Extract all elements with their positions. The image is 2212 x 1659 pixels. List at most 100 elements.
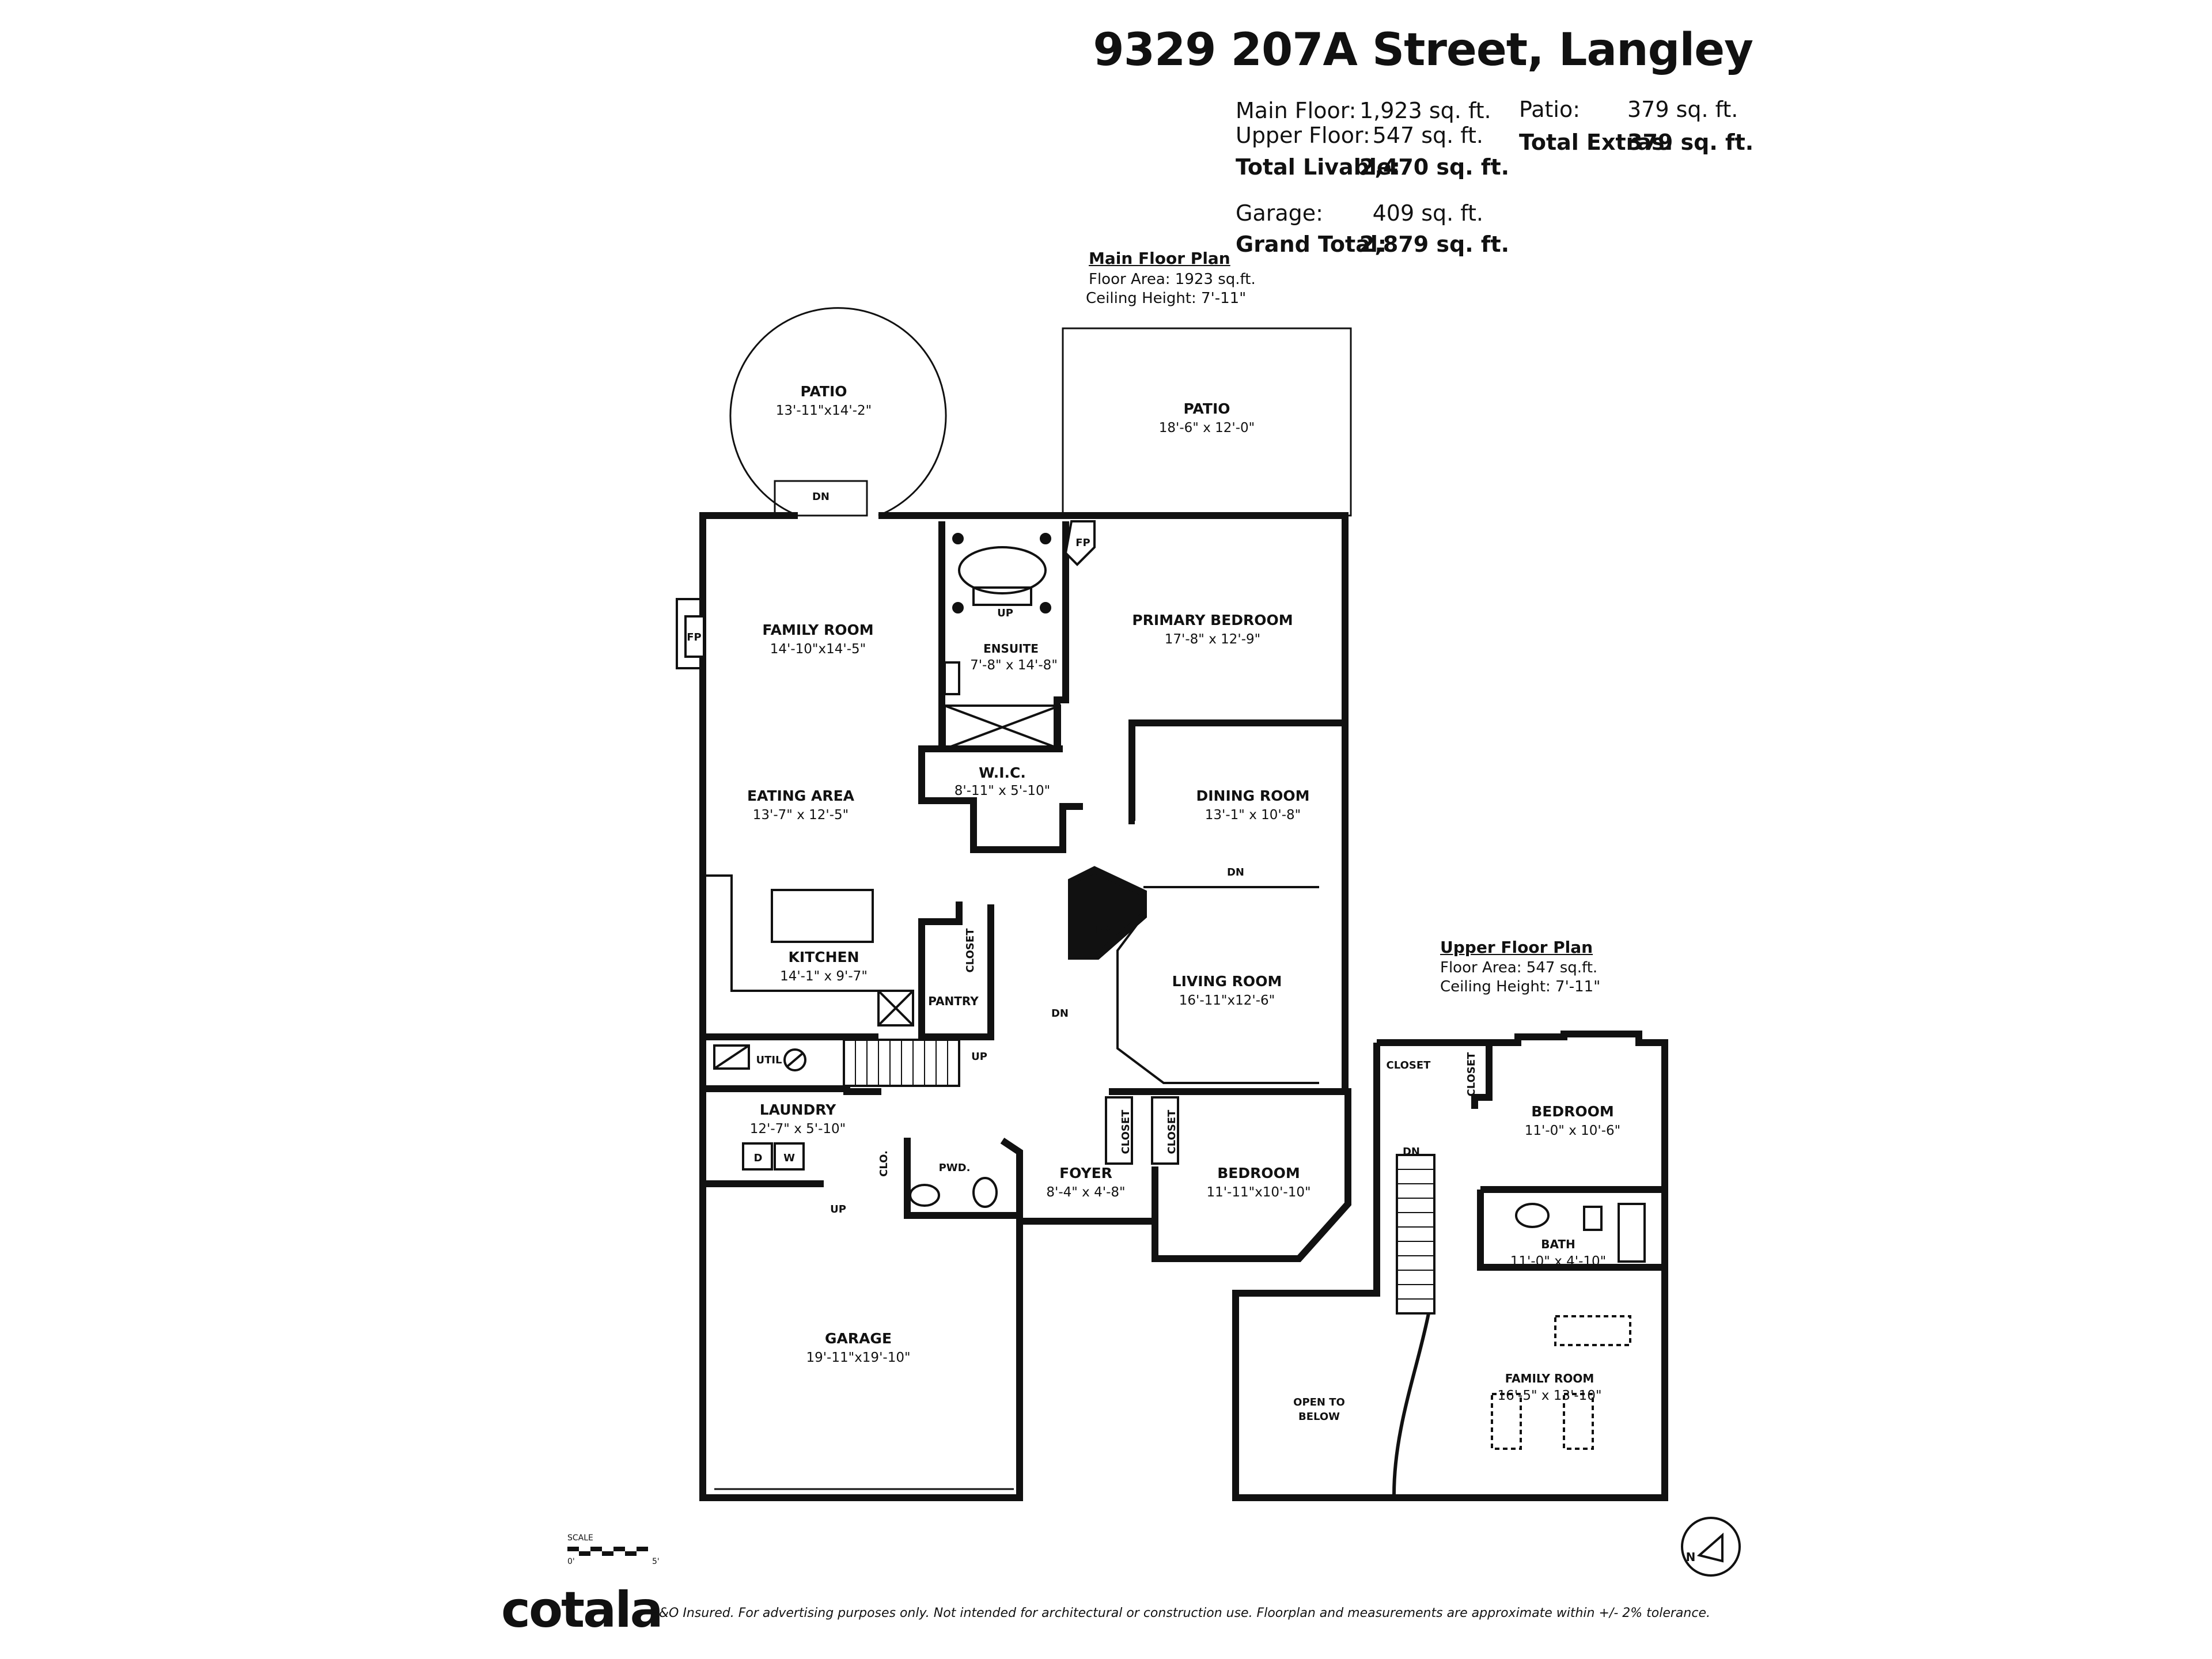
property-address: 9329 207A Street, Langley (1093, 24, 1753, 76)
scale-bar (567, 1547, 648, 1556)
primary-bedroom-dims: 17'-8" x 12'-9" (1165, 632, 1260, 647)
upper-ceiling-height: Ceiling Height: 7'-11" (1440, 978, 1601, 995)
upper-exterior-wall (1232, 1031, 1668, 1501)
cotala-logo: cotala (501, 1581, 664, 1639)
primary-bedroom-name: PRIMARY BEDROOM (1132, 612, 1293, 628)
living-room-dims: 16'-11"x12'-6" (1179, 993, 1275, 1008)
bedroom-upper-dims: 11'-0" x 10'-6" (1525, 1123, 1620, 1138)
disclaimer: E&O Insured. For advertising purposes on… (651, 1606, 1710, 1620)
scale-label: SCALE (567, 1533, 593, 1543)
pwd-label: PWD. (939, 1162, 971, 1174)
main-floor-plan-title: Main Floor Plan (1089, 249, 1230, 268)
bedroom-upper-name: BEDROOM (1531, 1103, 1614, 1120)
bedroom-main-name: BEDROOM (1217, 1165, 1300, 1181)
upper-dn-label: DN (1403, 1146, 1420, 1158)
open-to-label: OPEN TO (1293, 1396, 1345, 1408)
kitchen-counter (706, 874, 899, 992)
ensuite-up-label: UP (997, 607, 1013, 619)
patio-round-name: PATIO (800, 383, 847, 400)
garage-value: 409 sq. ft. (1372, 200, 1483, 226)
living-fireplace (1068, 866, 1147, 960)
laundry-name: LAUNDRY (760, 1101, 836, 1118)
living-fp-label: FP (1096, 924, 1111, 936)
foyer-dims: 8'-4" x 4'-8" (1046, 1185, 1125, 1200)
total-extras-value: 379 sq. ft. (1627, 130, 1754, 155)
main-exterior-wall-east (878, 512, 1349, 824)
kitchen-island (771, 889, 874, 943)
patio-label: Patio: (1519, 97, 1581, 122)
wic-dims: 8'-11" x 5'-10" (955, 783, 1050, 798)
laundry-up-label: UP (830, 1203, 846, 1215)
bath-name: BATH (1541, 1237, 1575, 1251)
garage-label: Garage: (1236, 200, 1323, 226)
main-floor-label: Main Floor: (1236, 98, 1357, 123)
north-arrow-icon (1681, 1517, 1741, 1577)
patio-round-dims: 13'-11"x14'-2" (776, 403, 872, 418)
stairs-up-label: UP (971, 1051, 987, 1063)
pantry-label: PANTRY (928, 994, 979, 1008)
pwd-wall (904, 1138, 1023, 1219)
upper-floor-area: Floor Area: 547 sq.ft. (1440, 959, 1598, 976)
patio-step (774, 480, 868, 517)
laundry-wall (703, 1085, 881, 1095)
family-room-upper-dims: 16'-5" x 13'-10" (1497, 1388, 1601, 1403)
main-ceiling-height: Ceiling Height: 7'-11" (1086, 290, 1247, 307)
dryer (742, 1142, 773, 1171)
eating-area-name: EATING AREA (747, 787, 855, 804)
dryer-label: D (754, 1152, 763, 1164)
grand-total-label: Grand Total: (1236, 232, 1387, 257)
upper-bedroom-wall (1471, 1043, 1493, 1109)
family-room-dims: 14'-10"x14'-5" (770, 642, 866, 657)
family-fp-label: FP (687, 631, 702, 643)
ensuite-shower (944, 704, 1061, 750)
patio-rect-dims: 18'-6" x 12'-0" (1159, 421, 1255, 435)
ensuite-dims: 7'-8" x 14'-8" (970, 658, 1058, 673)
upper-floor-plan-title: Upper Floor Plan (1440, 938, 1593, 957)
round-patio-outline (729, 307, 947, 517)
family-room-upper-name: FAMILY ROOM (1505, 1372, 1594, 1385)
pantry-wall (918, 902, 994, 1040)
primary-fp-label: FP (1075, 537, 1090, 549)
total-livable-label: Total Livable: (1236, 154, 1400, 180)
kitchen-closet-label: CLOSET (964, 928, 976, 973)
living-room-name: LIVING ROOM (1172, 973, 1282, 990)
eating-area-dims: 13'-7" x 12'-5" (753, 808, 849, 823)
ensuite-name: ENSUITE (983, 642, 1039, 656)
kitchen-dims: 14'-1" x 9'-7" (780, 969, 868, 984)
foyer-name: FOYER (1059, 1165, 1112, 1181)
clo-label: CLO. (878, 1150, 890, 1177)
washer-label: W (783, 1152, 795, 1164)
open-to-below-rail (1392, 1313, 1430, 1495)
upper-stairs (1396, 1154, 1435, 1315)
wic-name: W.I.C. (979, 764, 1026, 781)
util-label: UTIL (756, 1054, 782, 1066)
main-floor-value: 1,923 sq. ft. (1359, 98, 1491, 123)
upper-floor-value: 547 sq. ft. (1372, 123, 1483, 148)
upper-bedroom-closet-label: CLOSET (1465, 1052, 1478, 1097)
upper-closet-label: CLOSET (1387, 1059, 1431, 1071)
ensuite-tub (958, 546, 1047, 594)
scale-min: 0' (567, 1557, 575, 1566)
washer (774, 1142, 805, 1171)
dining-room-dims: 13'-1" x 10'-8" (1205, 808, 1301, 823)
ensuite-east-wall (1054, 521, 1069, 749)
patio-rect-name: PATIO (1183, 400, 1230, 417)
patio-dn-label: DN (812, 491, 830, 503)
dining-dn-label: DN (1227, 866, 1244, 878)
north-label: N (1686, 1550, 1696, 1564)
dining-room-name: DINING ROOM (1196, 787, 1309, 804)
main-floor-area: Floor Area: 1923 sq.ft. (1089, 271, 1256, 288)
main-exterior-wall (699, 512, 1046, 1501)
upper-bath-south-wall (1477, 1190, 1665, 1271)
util-panel (713, 1044, 750, 1070)
family-room-name: FAMILY ROOM (762, 622, 873, 638)
bath-dims: 11'-0" x 4'-10" (1510, 1254, 1606, 1269)
living-dn-label: DN (1051, 1007, 1069, 1020)
patio-value: 379 sq. ft. (1627, 97, 1738, 122)
kitchen-name: KITCHEN (789, 949, 859, 965)
garage-dims: 19'-11"x19'-10" (806, 1350, 910, 1365)
total-extras-label: Total Extras: (1519, 130, 1673, 155)
foyer-closet-label-1: CLOSET (1120, 1109, 1132, 1154)
bedroom-main-dims: 11'-11"x10'-10" (1206, 1185, 1310, 1200)
